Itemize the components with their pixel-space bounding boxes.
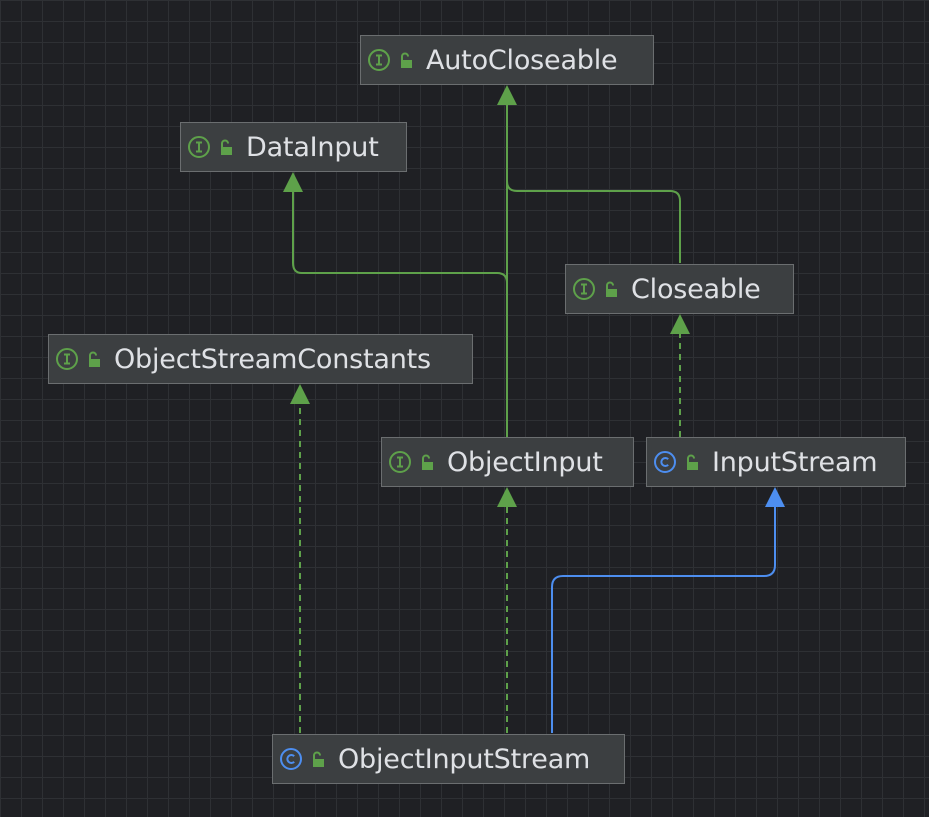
node-closeable[interactable]: Closeable (565, 264, 794, 314)
public-lock-icon (218, 139, 232, 155)
node-objectinputstream[interactable]: ObjectInputStream (272, 734, 625, 784)
edge-objectinput-extends-datainput (292, 190, 508, 292)
public-lock-icon (684, 454, 698, 470)
node-label: Closeable (631, 273, 761, 305)
node-datainput[interactable]: DataInput (180, 122, 407, 172)
arrowhead-objectstreamconstants (290, 384, 310, 404)
edge-objectinputstream-extends-inputstream (551, 506, 776, 733)
node-label: ObjectInputStream (338, 743, 591, 775)
node-objectinput[interactable]: ObjectInput (381, 437, 634, 487)
public-lock-icon (310, 751, 324, 767)
interface-icon (188, 136, 210, 158)
arrowhead-inputstream (765, 487, 785, 507)
node-label: InputStream (712, 446, 878, 478)
arrowhead-objectinput (497, 487, 517, 507)
class-icon (280, 748, 302, 770)
interface-icon (368, 49, 390, 71)
arrowhead-closeable (670, 314, 690, 334)
node-label: AutoCloseable (426, 44, 618, 76)
public-lock-icon (86, 351, 100, 367)
public-lock-icon (603, 281, 617, 297)
interface-icon (389, 451, 411, 473)
node-label: DataInput (246, 131, 379, 163)
node-autocloseable[interactable]: AutoCloseable (360, 35, 654, 85)
interface-icon (56, 348, 78, 370)
interface-icon (573, 278, 595, 300)
node-label: ObjectStreamConstants (114, 343, 431, 375)
edge-closeable-extends-autocloseable (506, 180, 681, 263)
node-label: ObjectInput (447, 446, 603, 478)
arrowhead-autocloseable (497, 85, 517, 105)
class-icon (654, 451, 676, 473)
node-objectstreamconstants[interactable]: ObjectStreamConstants (48, 334, 473, 384)
public-lock-icon (398, 52, 412, 68)
node-inputstream[interactable]: InputStream (646, 437, 906, 487)
arrowhead-datainput (283, 172, 303, 192)
public-lock-icon (419, 454, 433, 470)
